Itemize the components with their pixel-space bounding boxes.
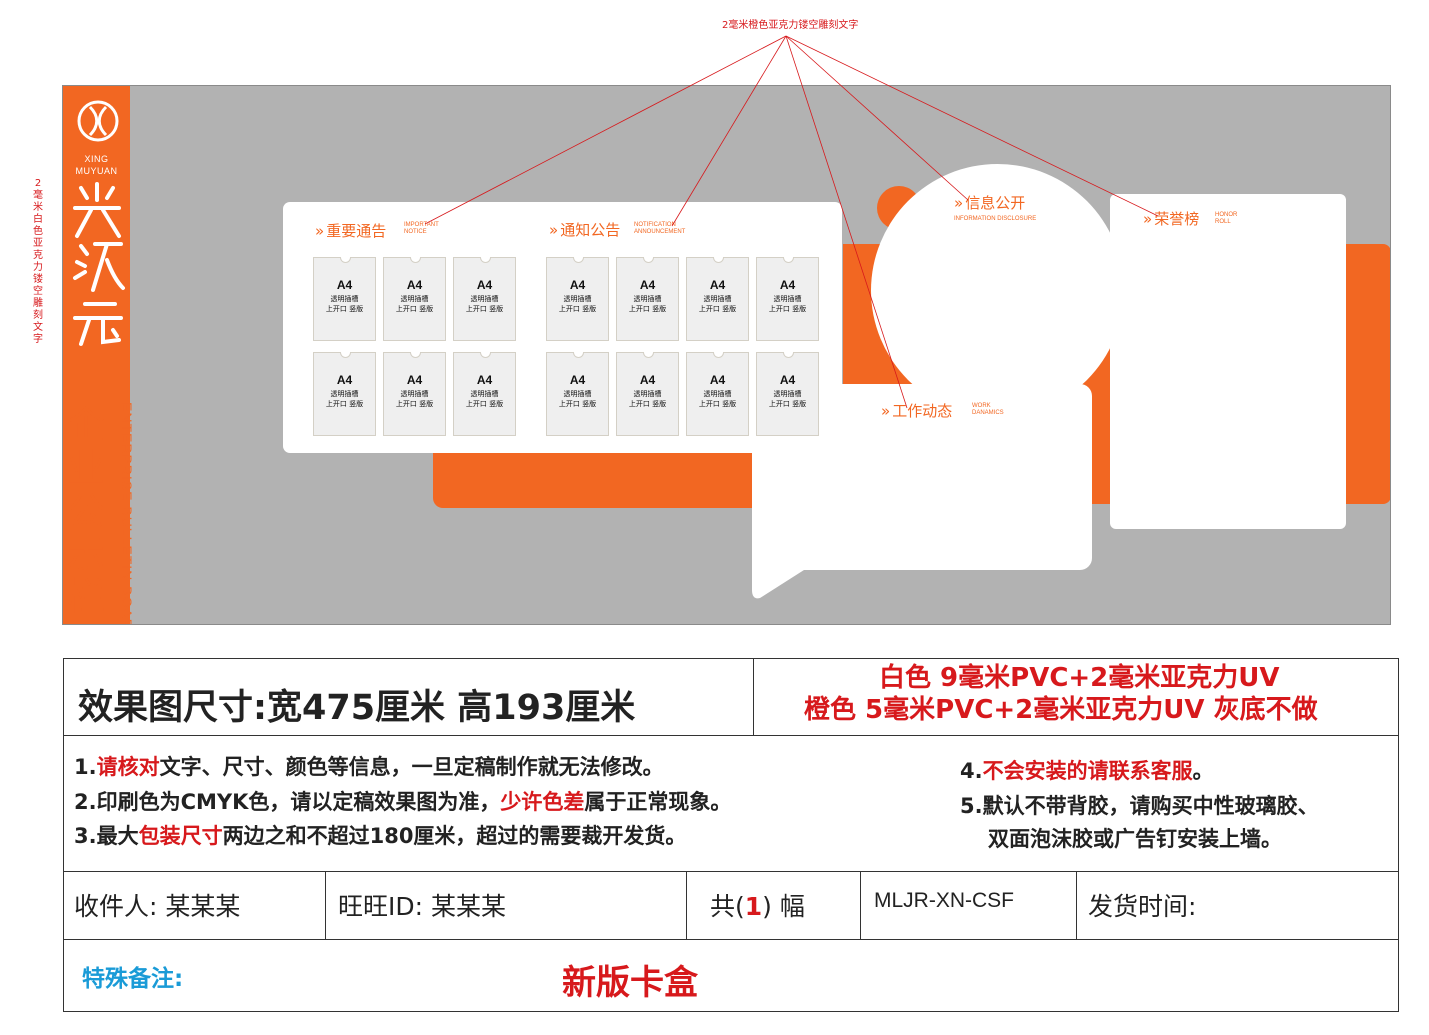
rule-5-line-1: 5.默认不带背胶，请购买中性玻璃胶、 — [960, 794, 1319, 818]
logo-mark-icon — [77, 100, 119, 142]
section-en-honor-roll: HONOR ROLL — [1215, 212, 1238, 225]
section-title-important-notice: »重要通告 — [315, 222, 387, 240]
logo-text-en-1: XING — [84, 154, 109, 164]
board-title-cn: 企业公示栏 — [67, 403, 106, 619]
material-spec-orange: 橙色 5毫米PVC+2毫米亚克力UV 灰底不做 — [804, 695, 1318, 725]
rule-3: 3.最大包装尺寸两边之和不超过180厘米，超过的需要裁开发货。 — [74, 824, 687, 848]
special-note-label: 特殊备注: — [82, 966, 184, 992]
bulletin-board: XING MUYUAN 企业公示栏 ENTERPRISE BULLETIN BO… — [62, 85, 1391, 625]
rule-1: 1.请核对文字、尺寸、颜色等信息，一旦定稿制作就无法修改。 — [74, 755, 664, 779]
left-annotation: 2毫米白色亚克力镂空雕刻文字 — [33, 178, 43, 345]
logo-text-cn — [73, 182, 125, 346]
rule-5-line-2: 双面泡沫胶或广告钉安装上墙。 — [988, 827, 1282, 851]
logo-strip: XING MUYUAN — [63, 86, 130, 624]
size-label: 效果图尺寸:宽475厘米 高193厘米 — [78, 688, 636, 728]
section-title-info-disclosure: »信息公开 — [954, 194, 1026, 212]
rule-2: 2.印刷色为CMYK色，请以定稿效果图为准，少许色差属于正常现象。 — [74, 790, 732, 814]
wangwang-field: 旺旺ID: 某某某 — [338, 892, 506, 921]
logo-text-en-2: MUYUAN — [75, 166, 118, 176]
special-note-value: 新版卡盒 — [562, 963, 698, 1003]
ship-time-field: 发货时间: — [1088, 892, 1197, 921]
order-info-table: 效果图尺寸:宽475厘米 高193厘米 白色 9毫米PVC+2毫米亚克力UV 橙… — [63, 658, 1399, 1012]
section-title-notification: »通知公告 — [549, 221, 621, 239]
work-dynamics-bubble-tail — [752, 556, 804, 599]
honor-roll-panel — [1110, 194, 1346, 529]
section-en-important-notice: IMPORTANT NOTICE — [404, 222, 439, 235]
product-code: MLJR-XN-CSF — [874, 889, 1014, 912]
section-title-honor-roll: »荣誉榜 — [1143, 210, 1200, 228]
section-en-work-dynamics: WORK DANAMICS — [972, 403, 1004, 416]
recipient-field: 收件人: 某某某 — [74, 892, 241, 921]
rule-4: 4.不会安装的请联系客服。 — [960, 759, 1214, 783]
material-spec-white: 白色 9毫米PVC+2毫米亚克力UV — [879, 663, 1280, 693]
top-annotation: 2毫米橙色亚克力镂空雕刻文字 — [722, 20, 859, 31]
board-title-en: ENTERPRISE BULLETIN BOARD — [119, 402, 135, 625]
section-title-work-dynamics: »工作动态 — [881, 402, 953, 420]
section-en-info-disclosure: INFORMATION DISCLOSURE — [954, 216, 1037, 222]
section-en-notification: NOTIFICATION ANNOUNCEMENT — [634, 222, 686, 235]
quantity-field: 共(1) 幅 — [710, 892, 805, 921]
